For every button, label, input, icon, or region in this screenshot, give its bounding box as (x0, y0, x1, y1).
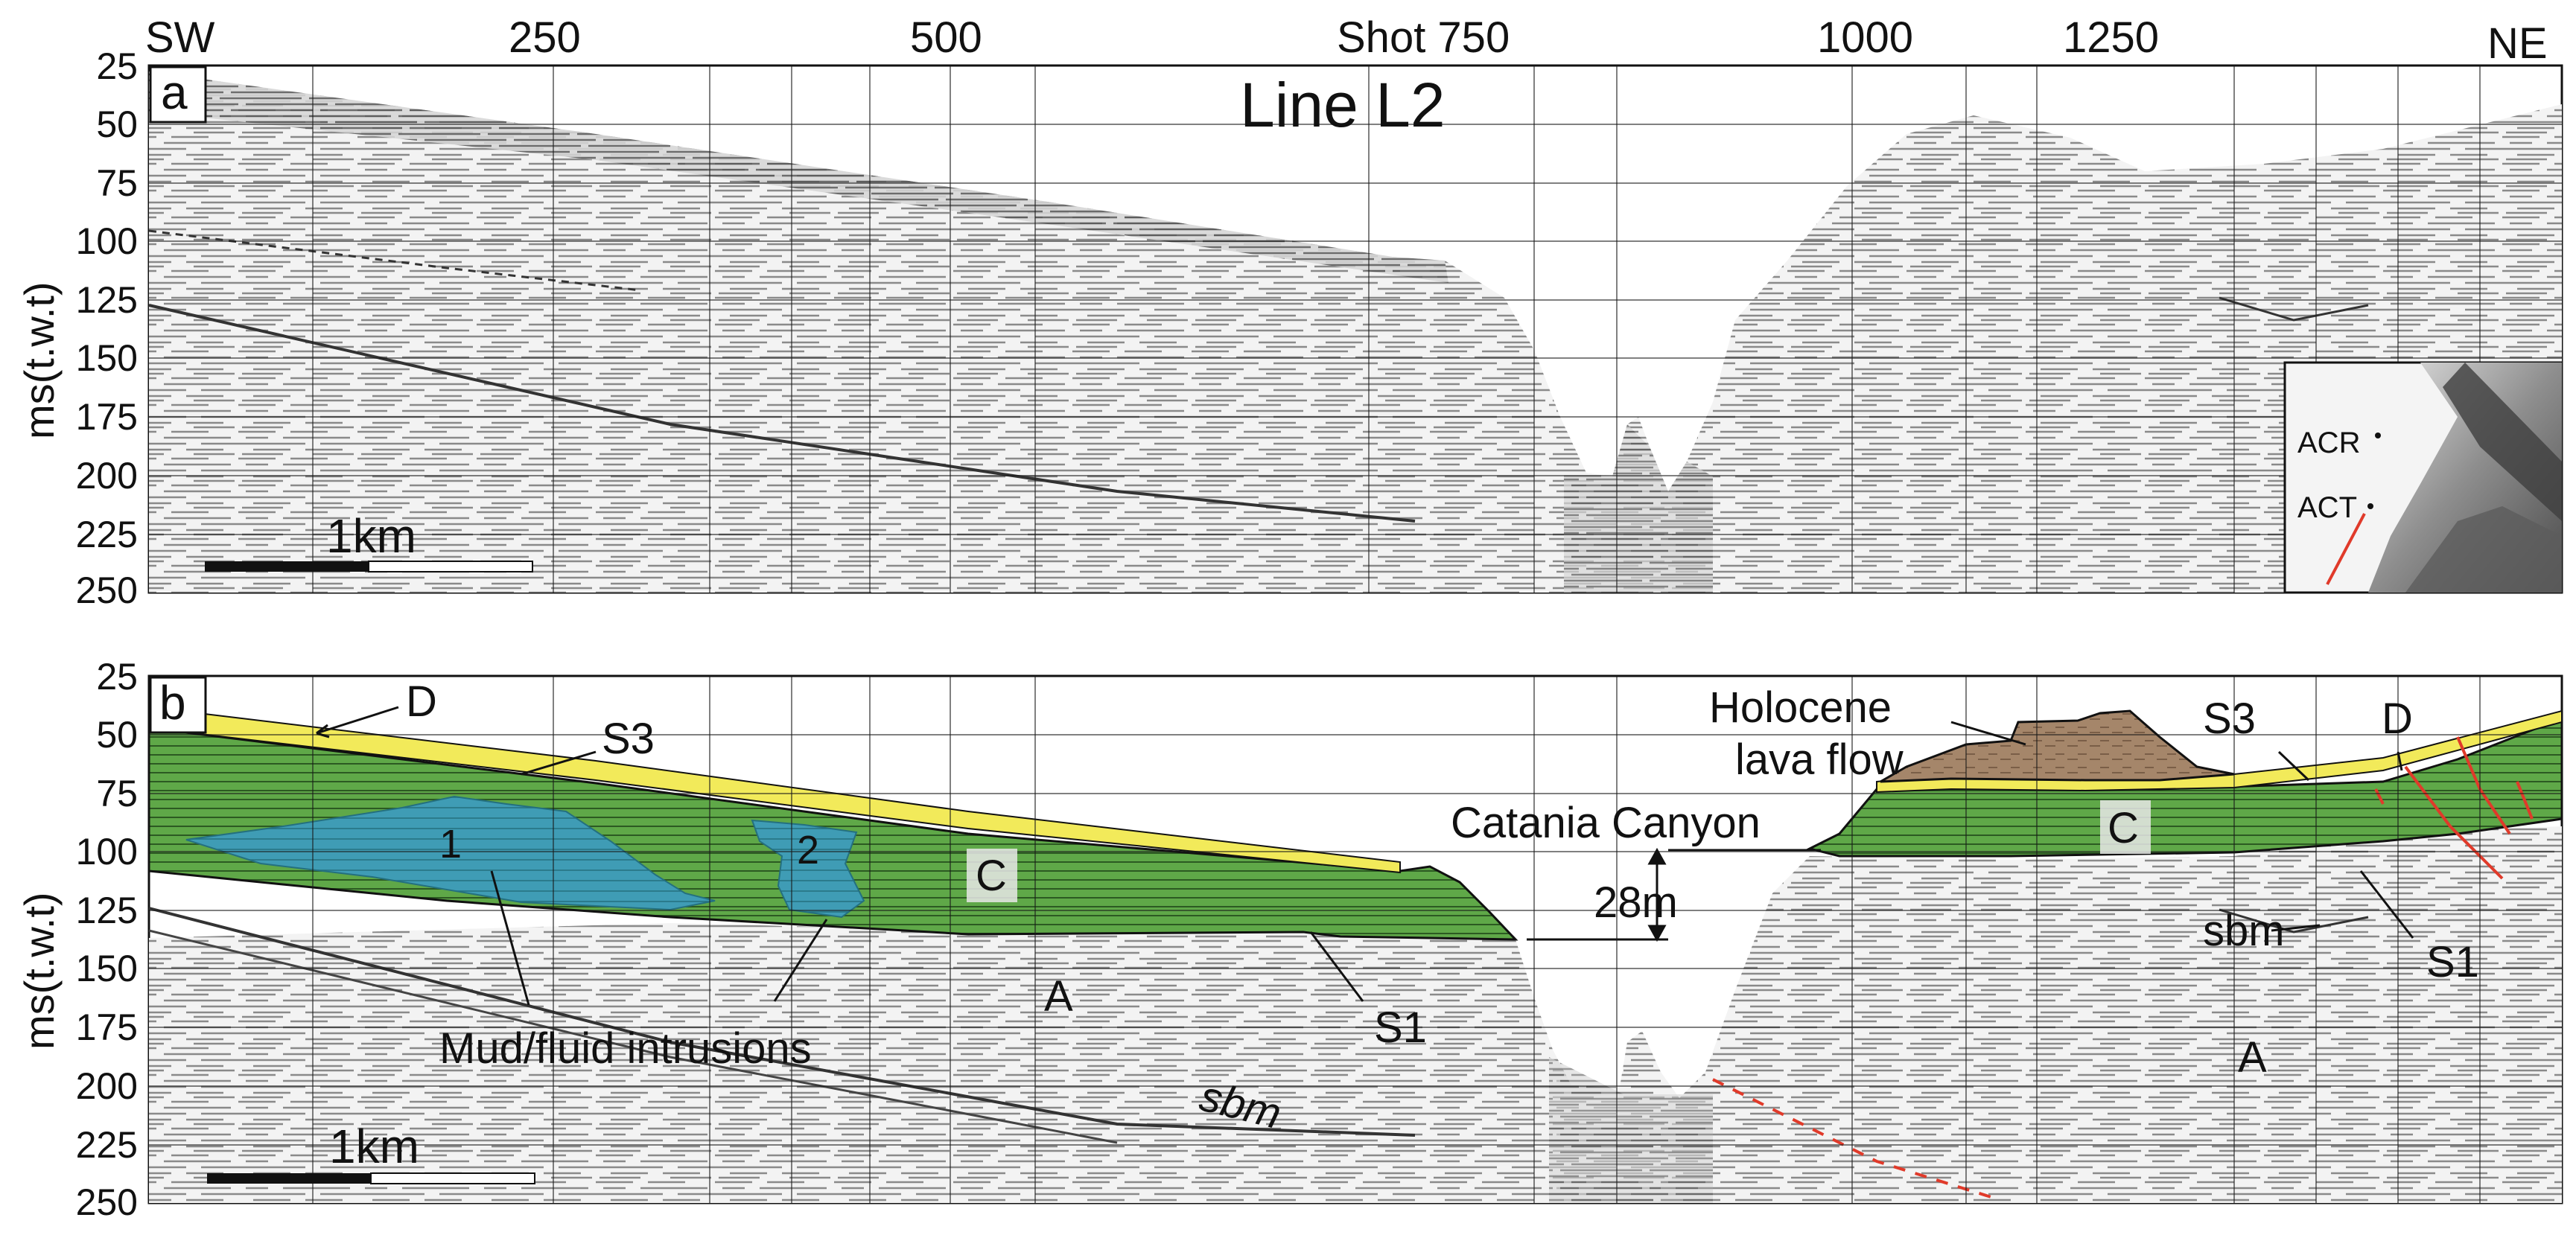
panel-b-ne-sbm-reflector (2219, 908, 2369, 934)
shot-tick-1250: 1250 (2063, 13, 2159, 62)
panel-b-ytick-100: 100 (76, 831, 138, 872)
panel-a-scale-label: 1km (326, 509, 416, 563)
panel-a-dashed-reflector (148, 229, 641, 292)
panel-b-ytick-125: 125 (76, 890, 138, 931)
panel-a-ytick-150: 150 (76, 337, 138, 379)
panel-b-ytick-175: 175 (76, 1006, 138, 1048)
panel-a-label-box (149, 66, 207, 124)
shot-tick-500: 500 (910, 13, 982, 62)
holocene-lava-flow (1880, 709, 2235, 783)
panel-b-ytick-225: 225 (76, 1124, 138, 1166)
panel-a-ytick-200: 200 (76, 455, 138, 497)
panel-a-gridlines (149, 66, 2562, 593)
panel-b-scale-label: 1km (329, 1120, 419, 1173)
panel-b-ytick-75: 75 (96, 773, 138, 814)
unit-c-right-label-bg (2100, 800, 2151, 854)
intrusion-2-label: 2 (797, 828, 819, 872)
panel-a-ytick-225: 225 (76, 514, 138, 555)
annotation-leaders (316, 706, 2414, 1006)
panel-a-ne-reflector (2219, 296, 2369, 322)
surface-s3-label-left: S3 (602, 715, 655, 763)
intrusion-1-label: 1 (439, 822, 462, 867)
unit-c-left-label-bg (967, 849, 1017, 902)
inset-label-acr: ACR (2297, 427, 2360, 459)
panel-a: a Line L2 1km ACR ACT (147, 64, 2563, 594)
panel-b-canyon-fill (1549, 1057, 1713, 1203)
unit-d-label-left: D (406, 677, 437, 726)
panel-b-seismic-background (149, 826, 2562, 1203)
direction-sw-label: SW (145, 13, 215, 62)
unit-c-label-left: C (976, 852, 1007, 900)
holocene-label-line2: lava flow (1735, 735, 1904, 784)
inset-label-act: ACT (2297, 491, 2357, 524)
panel-a-ytick-175: 175 (76, 396, 138, 438)
panel-a-ytick-250: 250 (76, 569, 138, 611)
panel-a-canyon-floor (1564, 424, 1713, 593)
panel-b: b D S3 1 2 C A S1 Mud/fluid intrusions s… (147, 674, 2563, 1204)
line-title: Line L2 (1240, 70, 1446, 140)
surface-s1-label-right: S1 (2426, 938, 2479, 986)
panel-a-ytick-75: 75 (96, 162, 138, 204)
panel-a-ytick-100: 100 (76, 220, 138, 262)
shot-tick-750: Shot 750 (1337, 13, 1510, 62)
unit-a-label-left: A (1044, 972, 1073, 1021)
panel-a-scale-bar (205, 561, 533, 572)
inset-profile-line (2326, 513, 2366, 585)
panel-b-label-box (149, 676, 207, 734)
panel-b-sbm-reflector-2 (148, 929, 1118, 1144)
panel-b-ytick-150: 150 (76, 948, 138, 989)
direction-ne-label: NE (2487, 19, 2548, 68)
panel-a-ytick-125: 125 (76, 279, 138, 321)
inset-map: ACR ACT (2283, 361, 2563, 594)
unit-a-label-right: A (2238, 1033, 2267, 1082)
unit-c-label-right: C (2108, 804, 2139, 852)
panel-b-label: b (159, 676, 186, 730)
sbm-label-right: sbm (2203, 907, 2285, 955)
unit-d-label-right: D (2382, 695, 2413, 743)
catania-canyon-label: Catania Canyon (1451, 799, 1761, 847)
depth-marker (1527, 847, 1821, 942)
shot-tick-250: 250 (509, 13, 581, 62)
holocene-label-line1: Holocene (1709, 683, 1892, 732)
panel-b-ytick-250: 250 (76, 1181, 138, 1223)
panel-a-label: a (161, 66, 188, 119)
panel-a-seismic-background (149, 71, 2562, 593)
mud-fluid-intrusions-label: Mud/fluid intrusions (439, 1024, 812, 1073)
surface-s1-label-left: S1 (1374, 1003, 1427, 1052)
panel-a-ytick-50: 50 (96, 103, 138, 145)
panel-b-scale-bar (207, 1172, 535, 1184)
shot-axis: SW 250 500 Shot 750 1000 1250 NE (145, 13, 2548, 68)
panel-b-y-axis: 25 50 75 100 125 150 175 200 225 250 ms(… (16, 656, 138, 1223)
intrusion-1 (185, 795, 716, 911)
panel-a-deep-reflector (148, 304, 1416, 523)
panel-b-y-axis-label: ms(t.w.t) (16, 892, 63, 1050)
panel-b-ytick-50: 50 (96, 714, 138, 756)
panel-a-ytick-25: 25 (96, 45, 138, 87)
panel-b-sbm-reflector (148, 907, 1416, 1137)
unit-d-left (148, 706, 1401, 874)
surface-s3-label-right: S3 (2203, 695, 2256, 743)
canyon-depth-label: 28m (1594, 878, 1678, 927)
shot-tick-1000: 1000 (1817, 13, 1913, 62)
panel-b-gridlines (149, 676, 2562, 1203)
panel-a-y-axis: 25 50 75 100 125 150 175 200 225 250 ms(… (16, 45, 138, 611)
panel-b-ytick-25: 25 (96, 656, 138, 698)
panel-a-y-axis-label: ms(t.w.t) (16, 281, 63, 439)
panel-b-ytick-200: 200 (76, 1065, 138, 1107)
